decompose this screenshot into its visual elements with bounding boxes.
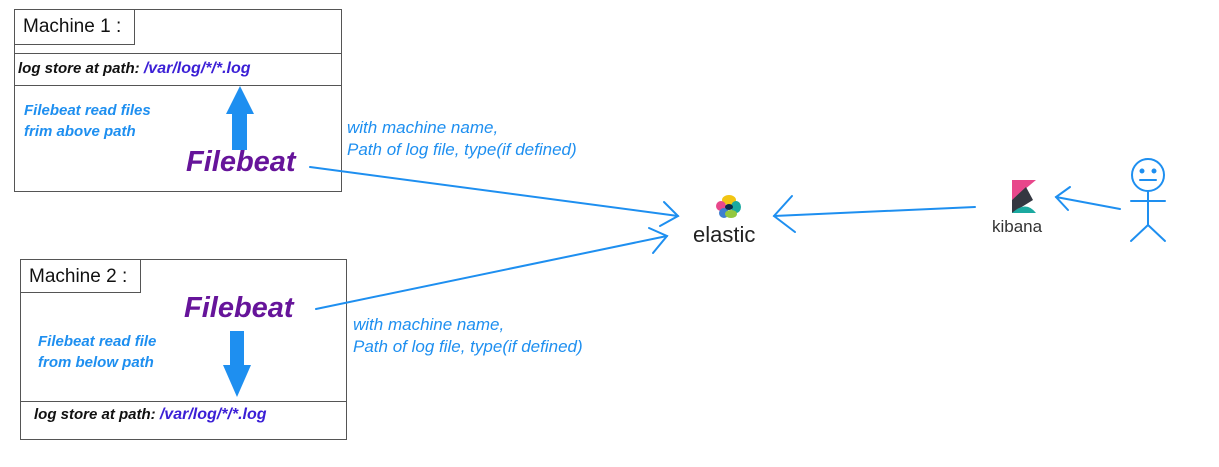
edge1-label-line2: Path of log file, type(if defined) <box>347 140 577 159</box>
edge1-arrowhead <box>659 201 680 227</box>
machine2-path-value: /var/log/*/*.log <box>159 406 267 423</box>
machine2-path-row: log store at path: /var/log/*/*.log <box>34 406 267 424</box>
machine2-path-label: log store at path: <box>34 406 156 423</box>
machine1-divider-top <box>14 53 342 54</box>
machine1-filebeat-label: Filebeat <box>186 146 296 178</box>
machine2-path-box <box>20 401 347 440</box>
machine1-title: Machine 1 : <box>14 9 135 45</box>
machine1-up-arrow-icon <box>226 86 254 150</box>
machine2-down-arrow-icon <box>223 331 251 397</box>
edge1-label-line1: with machine name, <box>347 118 499 137</box>
machine1-path-value: /var/log/*/*.log <box>143 60 251 77</box>
elastic-label: elastic <box>693 222 756 247</box>
stick-figure-user-icon <box>1130 158 1166 242</box>
machine1-note: Filebeat read files frim above path <box>24 102 151 140</box>
machine2-filebeat-label: Filebeat <box>184 292 294 324</box>
kibana-label: kibana <box>992 217 1043 236</box>
machine1-path-label: log store at path: <box>18 60 140 77</box>
kibana-to-elastic-arrowhead <box>772 195 796 233</box>
machine2-title: Machine 2 : <box>20 259 141 293</box>
edge2-label: with machine name, Path of log file, typ… <box>353 314 583 358</box>
elastic-logo-icon <box>716 195 741 218</box>
edge2-arrow <box>315 235 668 310</box>
kibana-to-elastic-arrow <box>773 206 976 217</box>
edge2-arrowhead <box>648 227 669 254</box>
edge1-arrow <box>309 166 679 217</box>
kibana-logo-icon <box>1012 180 1036 213</box>
user-to-kibana-arrowhead <box>1054 186 1071 211</box>
edge2-label-line1: with machine name, <box>353 315 505 334</box>
machine1-divider-bottom <box>14 85 342 86</box>
user-to-kibana-arrow <box>1055 196 1121 210</box>
machine2-note: Filebeat read file from below path <box>38 333 157 371</box>
edge1-label: with machine name, Path of log file, typ… <box>347 117 577 161</box>
machine1-path-row: log store at path: /var/log/*/*.log <box>18 60 251 78</box>
edge2-label-line2: Path of log file, type(if defined) <box>353 337 583 356</box>
